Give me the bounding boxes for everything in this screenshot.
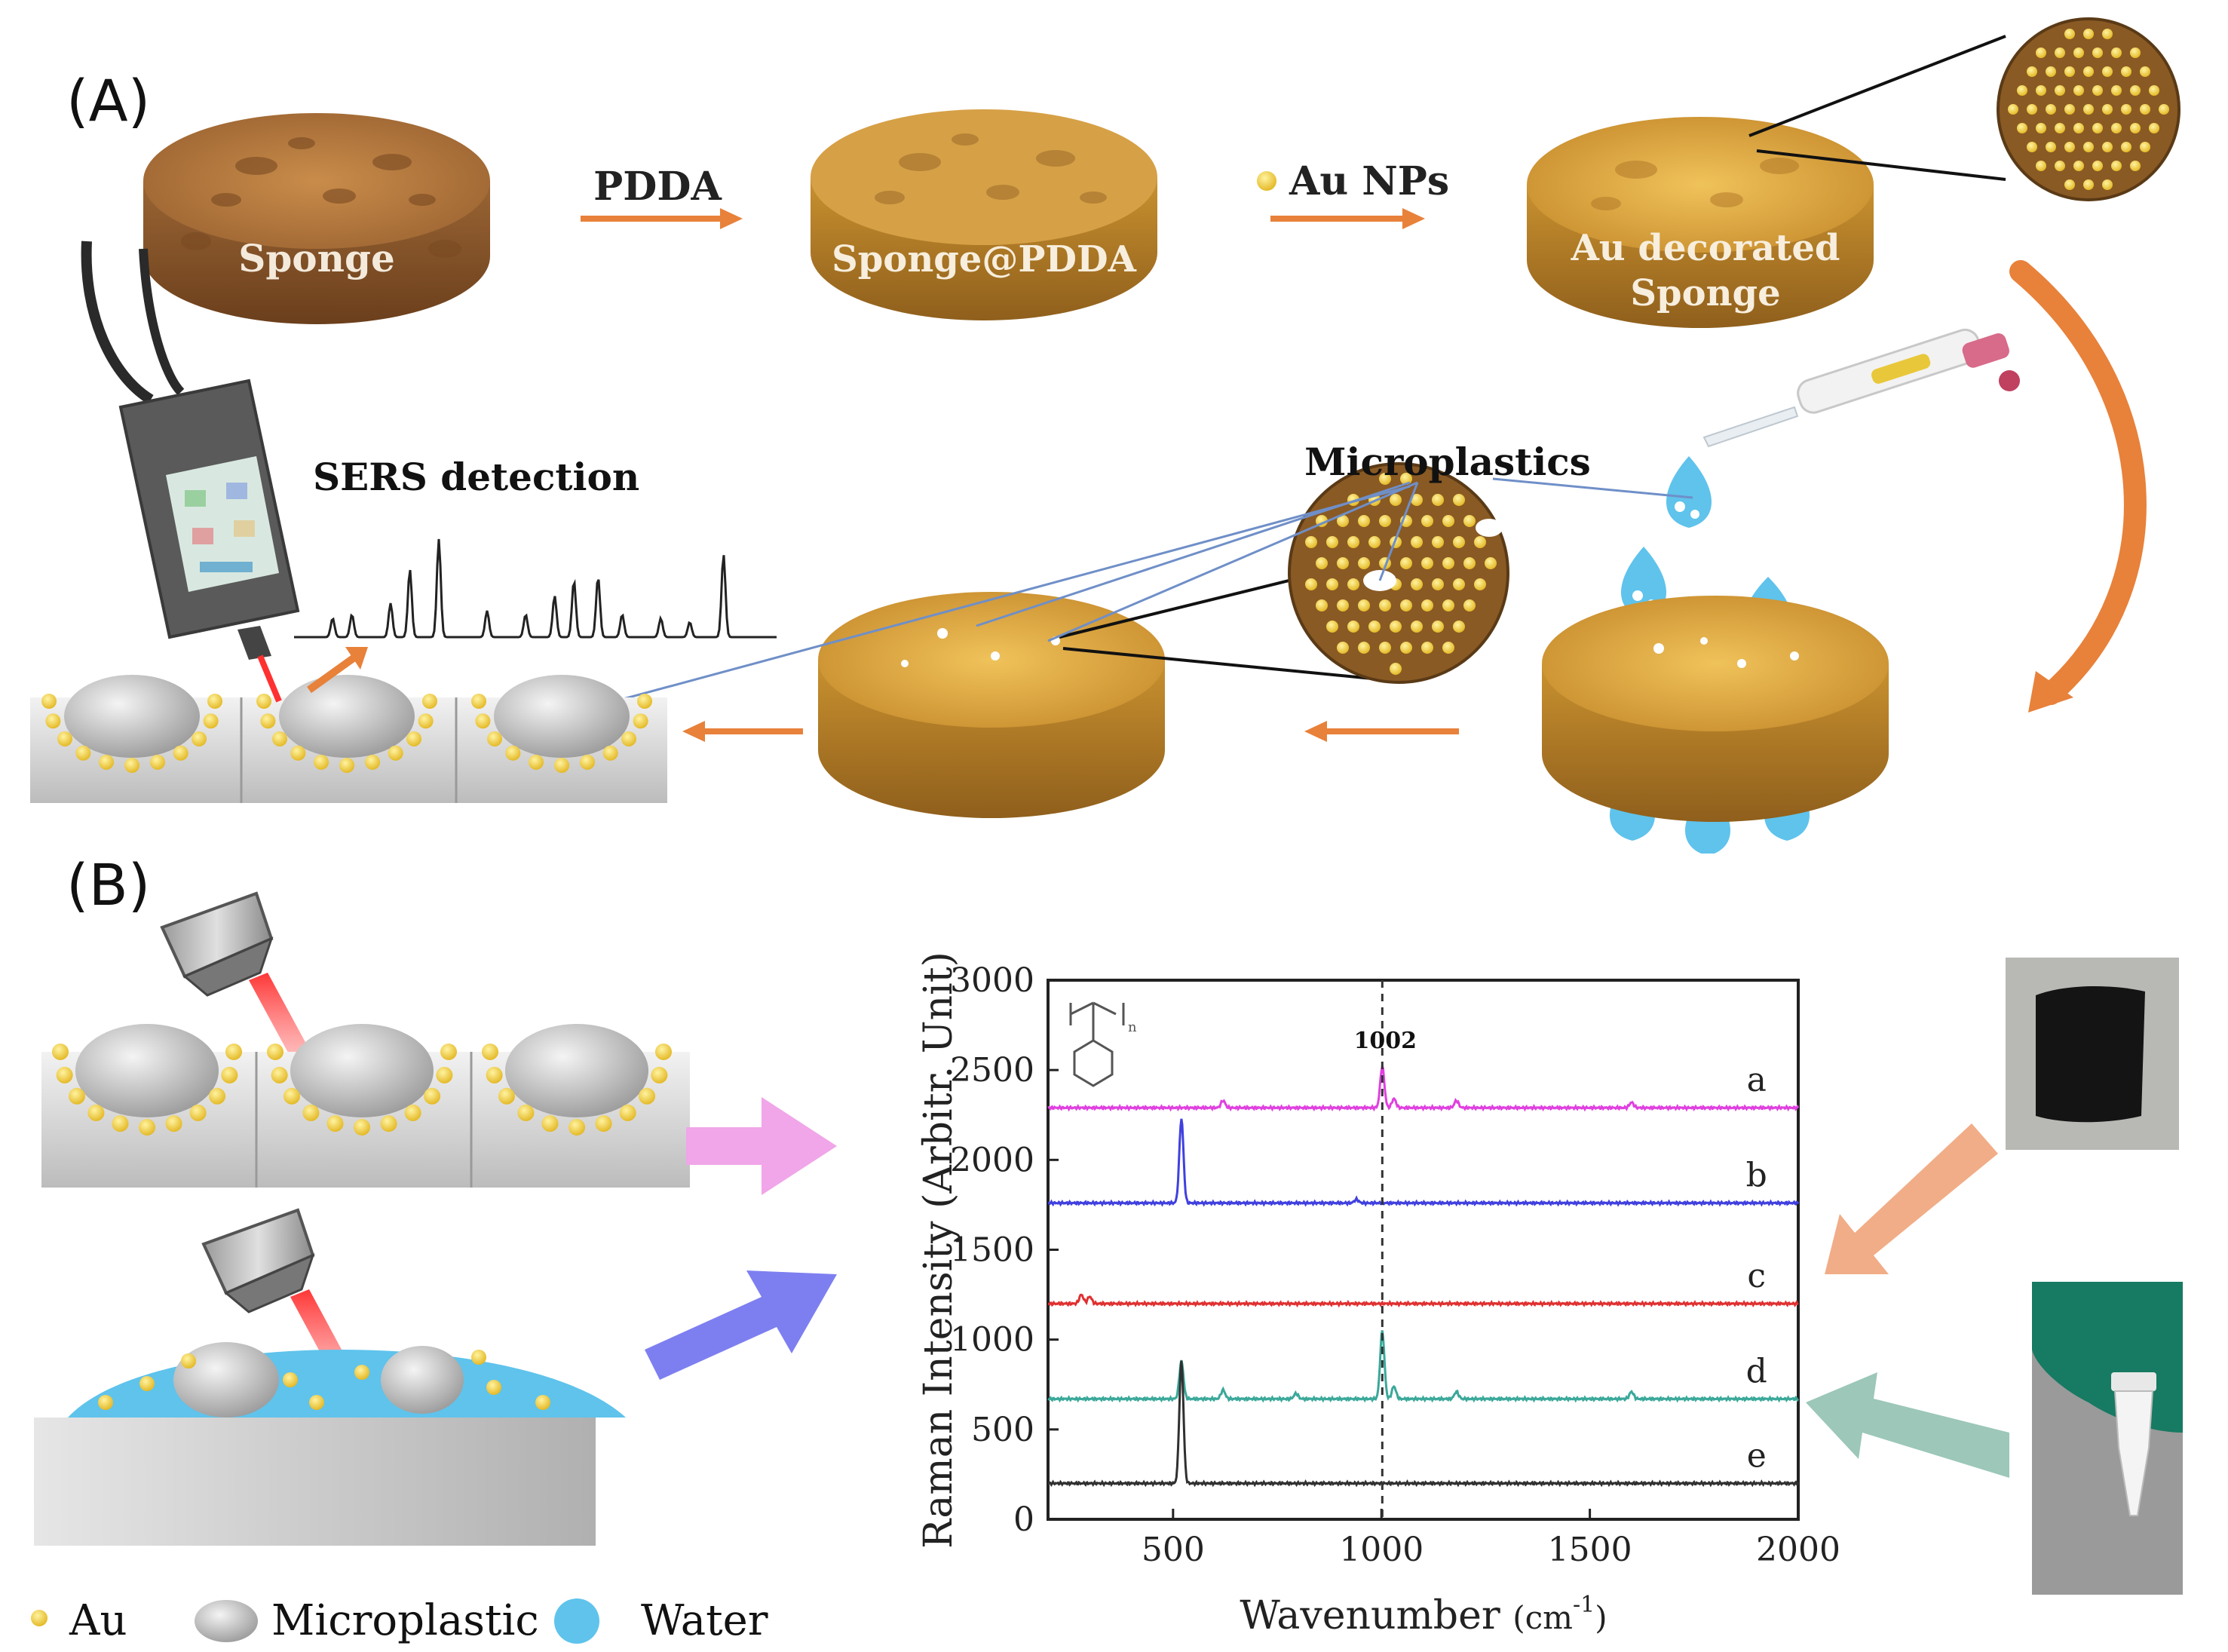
- polystyrene-subscript: n: [1128, 1019, 1137, 1035]
- y-axis: 0 500 1000 1500 2000 2500 3000: [950, 961, 1059, 1539]
- legend-water-label: Water: [641, 1596, 768, 1645]
- x-axis: 500 1000 1500 2000: [1142, 1509, 1840, 1569]
- legend-microplastic-icon: [195, 1600, 258, 1642]
- y-tick-label: 1000: [950, 1321, 1034, 1359]
- x-tick-label: 1500: [1548, 1531, 1632, 1569]
- polystyrene-structure: [1069, 1001, 1125, 1087]
- panel-b-label: (B): [66, 851, 150, 918]
- sers-substrate-a: [30, 675, 667, 803]
- sponge-pdda-label: Sponge@PDDA: [832, 238, 1137, 280]
- panel-a-label: (A): [66, 67, 150, 134]
- x-tick-label: 2000: [1756, 1531, 1840, 1569]
- series-label-a: a: [1747, 1061, 1767, 1099]
- series-c: [1047, 1293, 1799, 1308]
- raman-chart: 500 1000 1500 2000 0 500 1000 1500 2000 2500 3000…: [916, 952, 1840, 1638]
- photo-black-sponge: [2006, 958, 2179, 1150]
- x-tick-label: 1000: [1339, 1531, 1424, 1569]
- water-substrate: [34, 1342, 626, 1546]
- photo-tube-glove: [2032, 1282, 2183, 1595]
- sponge-label: Sponge: [238, 236, 395, 280]
- legend: Au Microplastic Water: [31, 1596, 768, 1645]
- y-tick-label: 500: [971, 1411, 1034, 1449]
- sponge-plain: [143, 113, 490, 324]
- laser-head-icon-1: [160, 891, 317, 1071]
- annotation-1002: 1002: [1354, 1028, 1417, 1054]
- sponge-pdda: [811, 109, 1157, 320]
- y-tick-label: 1500: [950, 1231, 1034, 1270]
- legend-water-icon: [554, 1598, 599, 1644]
- y-tick-label: 0: [1013, 1500, 1034, 1539]
- series-d: [1047, 1330, 1800, 1403]
- y-axis-label: Raman Intensity (Arbitr. Unit): [916, 952, 961, 1549]
- pdda-step-label: PDDA: [593, 164, 722, 210]
- chart-frame: [1047, 979, 1800, 1521]
- x-tick-label: 500: [1142, 1531, 1205, 1569]
- au-nps-step-label: Au NPs: [1289, 158, 1449, 204]
- sage-arrow: [1806, 1372, 2009, 1478]
- sers-substrate-b: [41, 1024, 690, 1188]
- series-label-b: b: [1746, 1157, 1767, 1195]
- series-a: [1047, 1062, 1800, 1112]
- sponge-with-microplastics-middle: [818, 592, 1165, 818]
- series-e: [1047, 1360, 1800, 1488]
- series-label-d: d: [1746, 1352, 1767, 1390]
- blue-arrow: [645, 1270, 837, 1380]
- y-tick-label: 2000: [950, 1141, 1034, 1179]
- pink-arrow: [686, 1097, 837, 1195]
- au-sponge-label-2: Sponge: [1630, 272, 1780, 314]
- au-np-dot-icon: [1257, 171, 1276, 191]
- legend-au-label: Au: [69, 1596, 127, 1645]
- sponge-au-decorated: [1527, 117, 1874, 328]
- zoom-au-surface: [1997, 17, 2180, 201]
- series-labels: a b c d e: [1746, 1061, 1767, 1475]
- arrow-curved-return: [2009, 260, 2147, 705]
- legend-au-icon: [31, 1610, 48, 1626]
- series-label-c: c: [1747, 1257, 1766, 1295]
- sponge-with-microplastics-right: [1542, 596, 1889, 822]
- y-tick-label: 3000: [950, 961, 1034, 1000]
- series-label-e: e: [1747, 1436, 1767, 1475]
- peach-arrow: [1825, 1123, 1998, 1274]
- series-b: [1047, 1118, 1800, 1207]
- pipette-icon: [1702, 328, 2020, 448]
- sers-spectrum: [294, 538, 777, 639]
- y-tick-label: 2500: [950, 1051, 1034, 1090]
- x-axis-label: Wavenumber (cm-1): [1240, 1592, 1607, 1638]
- microplastics-label: Microplastics: [1304, 440, 1591, 484]
- series-lines: [1047, 1062, 1800, 1488]
- sers-detection-label: SERS detection: [313, 455, 639, 499]
- au-sponge-label-1: Au decorated: [1571, 227, 1840, 269]
- legend-microplastic-label: Microplastic: [271, 1596, 539, 1645]
- zoom-microplastics: [1288, 462, 1509, 684]
- raman-spectrometer-icon: [81, 241, 300, 703]
